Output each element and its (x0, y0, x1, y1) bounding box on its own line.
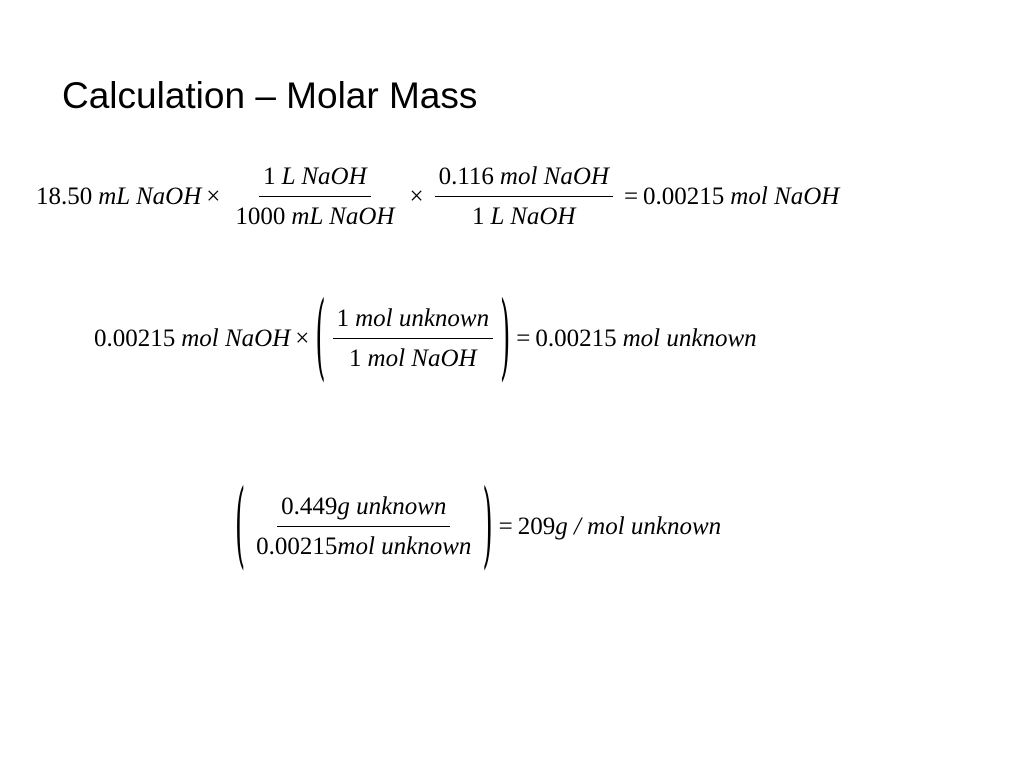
denominator-value: 1 (472, 203, 485, 230)
numerator-unit: mol NaOH (499, 163, 609, 190)
result-unit: mol unknown (622, 325, 757, 352)
numerator-value: 0.116 (438, 163, 494, 190)
equals-operator: = (623, 183, 639, 210)
quantity-unit: mol NaOH (181, 325, 291, 352)
numerator-unit: g unknown (337, 493, 447, 520)
fraction-denominator: 1 L NaOH (468, 197, 580, 232)
equation-naoh-moles: 18.50 mL NaOH × 1 L NaOH 1000 mL NaOH × … (36, 162, 839, 232)
mole-ratio-fraction: 1 mol unknown 1 mol NaOH (332, 304, 494, 374)
equals-operator: = (516, 325, 531, 352)
conversion-fraction-volume: 1 L NaOH 1000 mL NaOH (231, 162, 398, 232)
denominator-value: 1000 (235, 203, 286, 230)
right-paren: ) (482, 473, 493, 581)
slide-title: Calculation – Molar Mass (62, 75, 478, 116)
numerator-value: 1 (263, 163, 276, 190)
fraction-denominator: 1000 mL NaOH (231, 197, 398, 232)
denominator-unit: mL NaOH (291, 203, 395, 230)
left-paren: ( (315, 285, 326, 393)
fraction-denominator: 1 mol NaOH (345, 339, 481, 374)
denominator-unit: L NaOH (490, 203, 576, 230)
equals-operator: = (498, 513, 513, 540)
numerator-unit: L NaOH (281, 163, 367, 190)
fraction-numerator: 1 mol unknown (332, 304, 494, 339)
equation-molar-mass: ( 0.449 g unknown 0.00215 mol unknown ) … (234, 473, 722, 581)
right-paren: ) (500, 285, 511, 393)
fraction-numerator: 1 L NaOH (259, 162, 371, 197)
fraction-numerator: 0.116 mol NaOH (434, 162, 613, 197)
molar-mass-fraction: 0.449 g unknown 0.00215 mol unknown (252, 492, 475, 562)
denominator-unit: mol unknown (337, 533, 472, 560)
result-value: 0.00215 (535, 325, 617, 352)
denominator-value: 0.00215 (256, 533, 338, 560)
numerator-value: 1 (336, 305, 350, 332)
result-value: 0.00215 (643, 183, 725, 210)
times-operator: × (206, 183, 221, 210)
fraction-denominator: 0.00215 mol unknown (252, 527, 475, 562)
quantity-value: 18.50 (36, 183, 93, 210)
result-unit: g / mol unknown (555, 513, 722, 540)
conversion-fraction-molarity: 0.116 mol NaOH 1 L NaOH (434, 162, 613, 232)
denominator-value: 1 (349, 345, 362, 372)
quantity-value: 0.00215 (94, 325, 176, 352)
numerator-unit: mol unknown (355, 305, 490, 332)
numerator-value: 0.449 (281, 493, 338, 520)
times-operator: × (295, 325, 310, 352)
fraction-numerator: 0.449 g unknown (277, 492, 451, 527)
quantity-unit: mL NaOH (98, 183, 202, 210)
left-paren: ( (235, 473, 246, 581)
equation-unknown-moles: 0.00215 mol NaOH × ( 1 mol unknown 1 mol… (94, 285, 757, 393)
result-unit: mol NaOH (730, 183, 840, 210)
result-value: 209 (517, 513, 556, 540)
denominator-unit: mol NaOH (367, 345, 477, 372)
times-operator: × (409, 183, 424, 210)
